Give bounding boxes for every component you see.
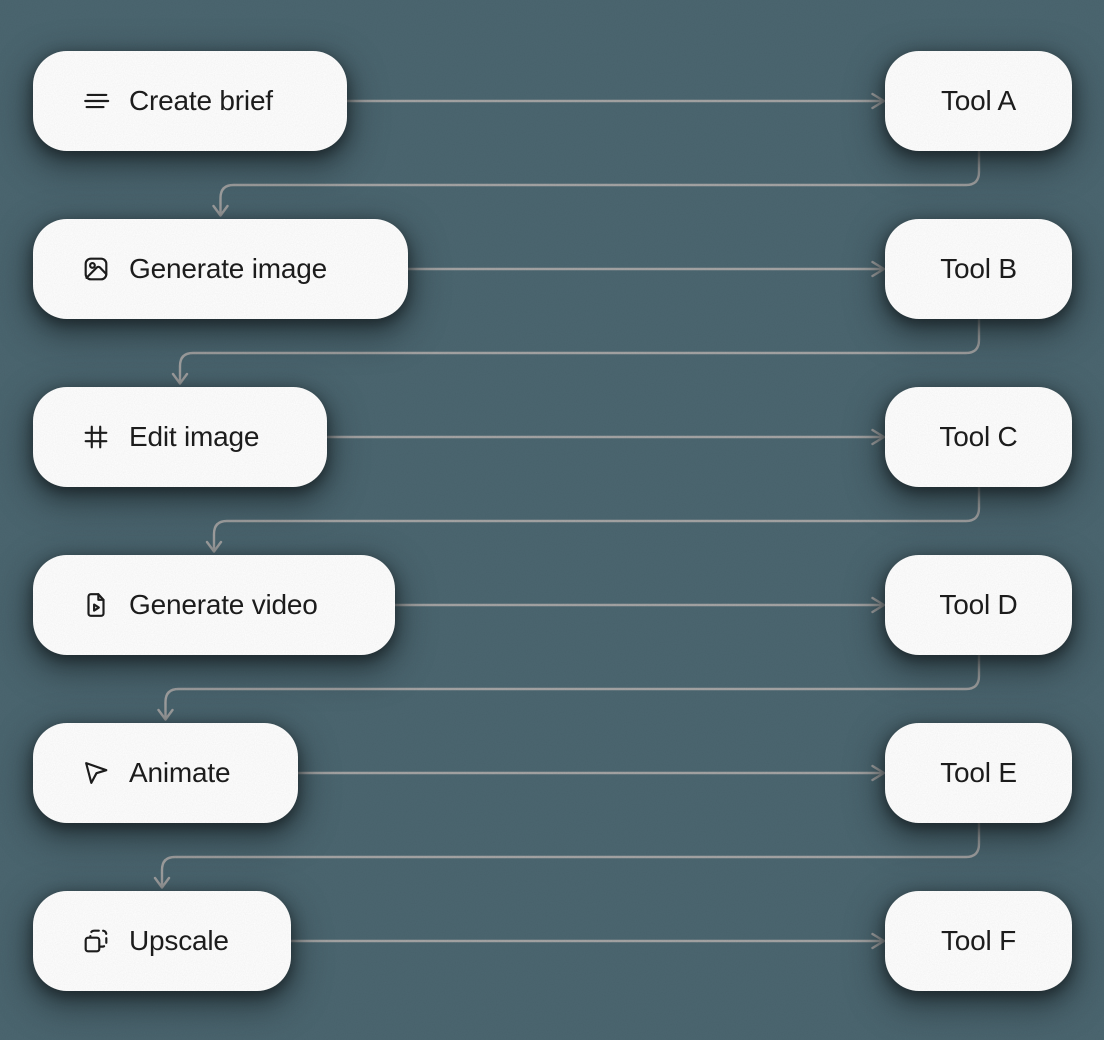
arrow-step5-tool-e <box>296 764 886 782</box>
brief-lines-icon <box>81 86 111 116</box>
tool-label: Tool A <box>940 85 1017 116</box>
step-label: Animate <box>129 757 231 788</box>
crop-frame-icon <box>81 422 111 452</box>
file-video-icon <box>81 590 111 620</box>
tool-node-a[interactable]: Tool A <box>885 51 1072 151</box>
arrow-step4-tool-d <box>393 596 886 614</box>
arrow-step1-tool-a <box>345 92 886 110</box>
step-node-generate-image[interactable]: Generate image <box>33 219 408 319</box>
arrow-tool-c-step4 <box>205 485 981 553</box>
step-label: Upscale <box>129 925 229 956</box>
tool-node-f[interactable]: Tool F <box>885 891 1072 991</box>
step-node-upscale[interactable]: Upscale <box>33 891 291 991</box>
arrow-tool-e-step6 <box>153 821 981 889</box>
step-node-create-brief[interactable]: Create brief <box>33 51 347 151</box>
tool-label: Tool B <box>940 253 1017 284</box>
tool-node-b[interactable]: Tool B <box>885 219 1072 319</box>
tool-label: Tool D <box>939 589 1018 620</box>
tool-node-d[interactable]: Tool D <box>885 555 1072 655</box>
step-label: Generate image <box>129 253 327 284</box>
tool-label: Tool C <box>939 421 1018 452</box>
arrow-tool-b-step3 <box>171 317 981 385</box>
tool-label: Tool E <box>940 757 1017 788</box>
step-label: Edit image <box>129 421 260 452</box>
tool-label: Tool F <box>940 925 1017 956</box>
image-icon <box>81 254 111 284</box>
step-label: Create brief <box>129 85 273 116</box>
tool-node-e[interactable]: Tool E <box>885 723 1072 823</box>
arrow-step6-tool-f <box>289 932 886 950</box>
step-label: Generate video <box>129 589 318 620</box>
step-node-animate[interactable]: Animate <box>33 723 298 823</box>
step-node-generate-video[interactable]: Generate video <box>33 555 395 655</box>
arrow-step3-tool-c <box>325 428 886 446</box>
step-node-edit-image[interactable]: Edit image <box>33 387 327 487</box>
tool-node-c[interactable]: Tool C <box>885 387 1072 487</box>
upscale-icon <box>81 926 111 956</box>
cursor-icon <box>81 758 111 788</box>
arrow-step2-tool-b <box>406 260 886 278</box>
arrow-tool-a-step2 <box>212 149 981 217</box>
arrow-tool-d-step5 <box>157 653 981 721</box>
